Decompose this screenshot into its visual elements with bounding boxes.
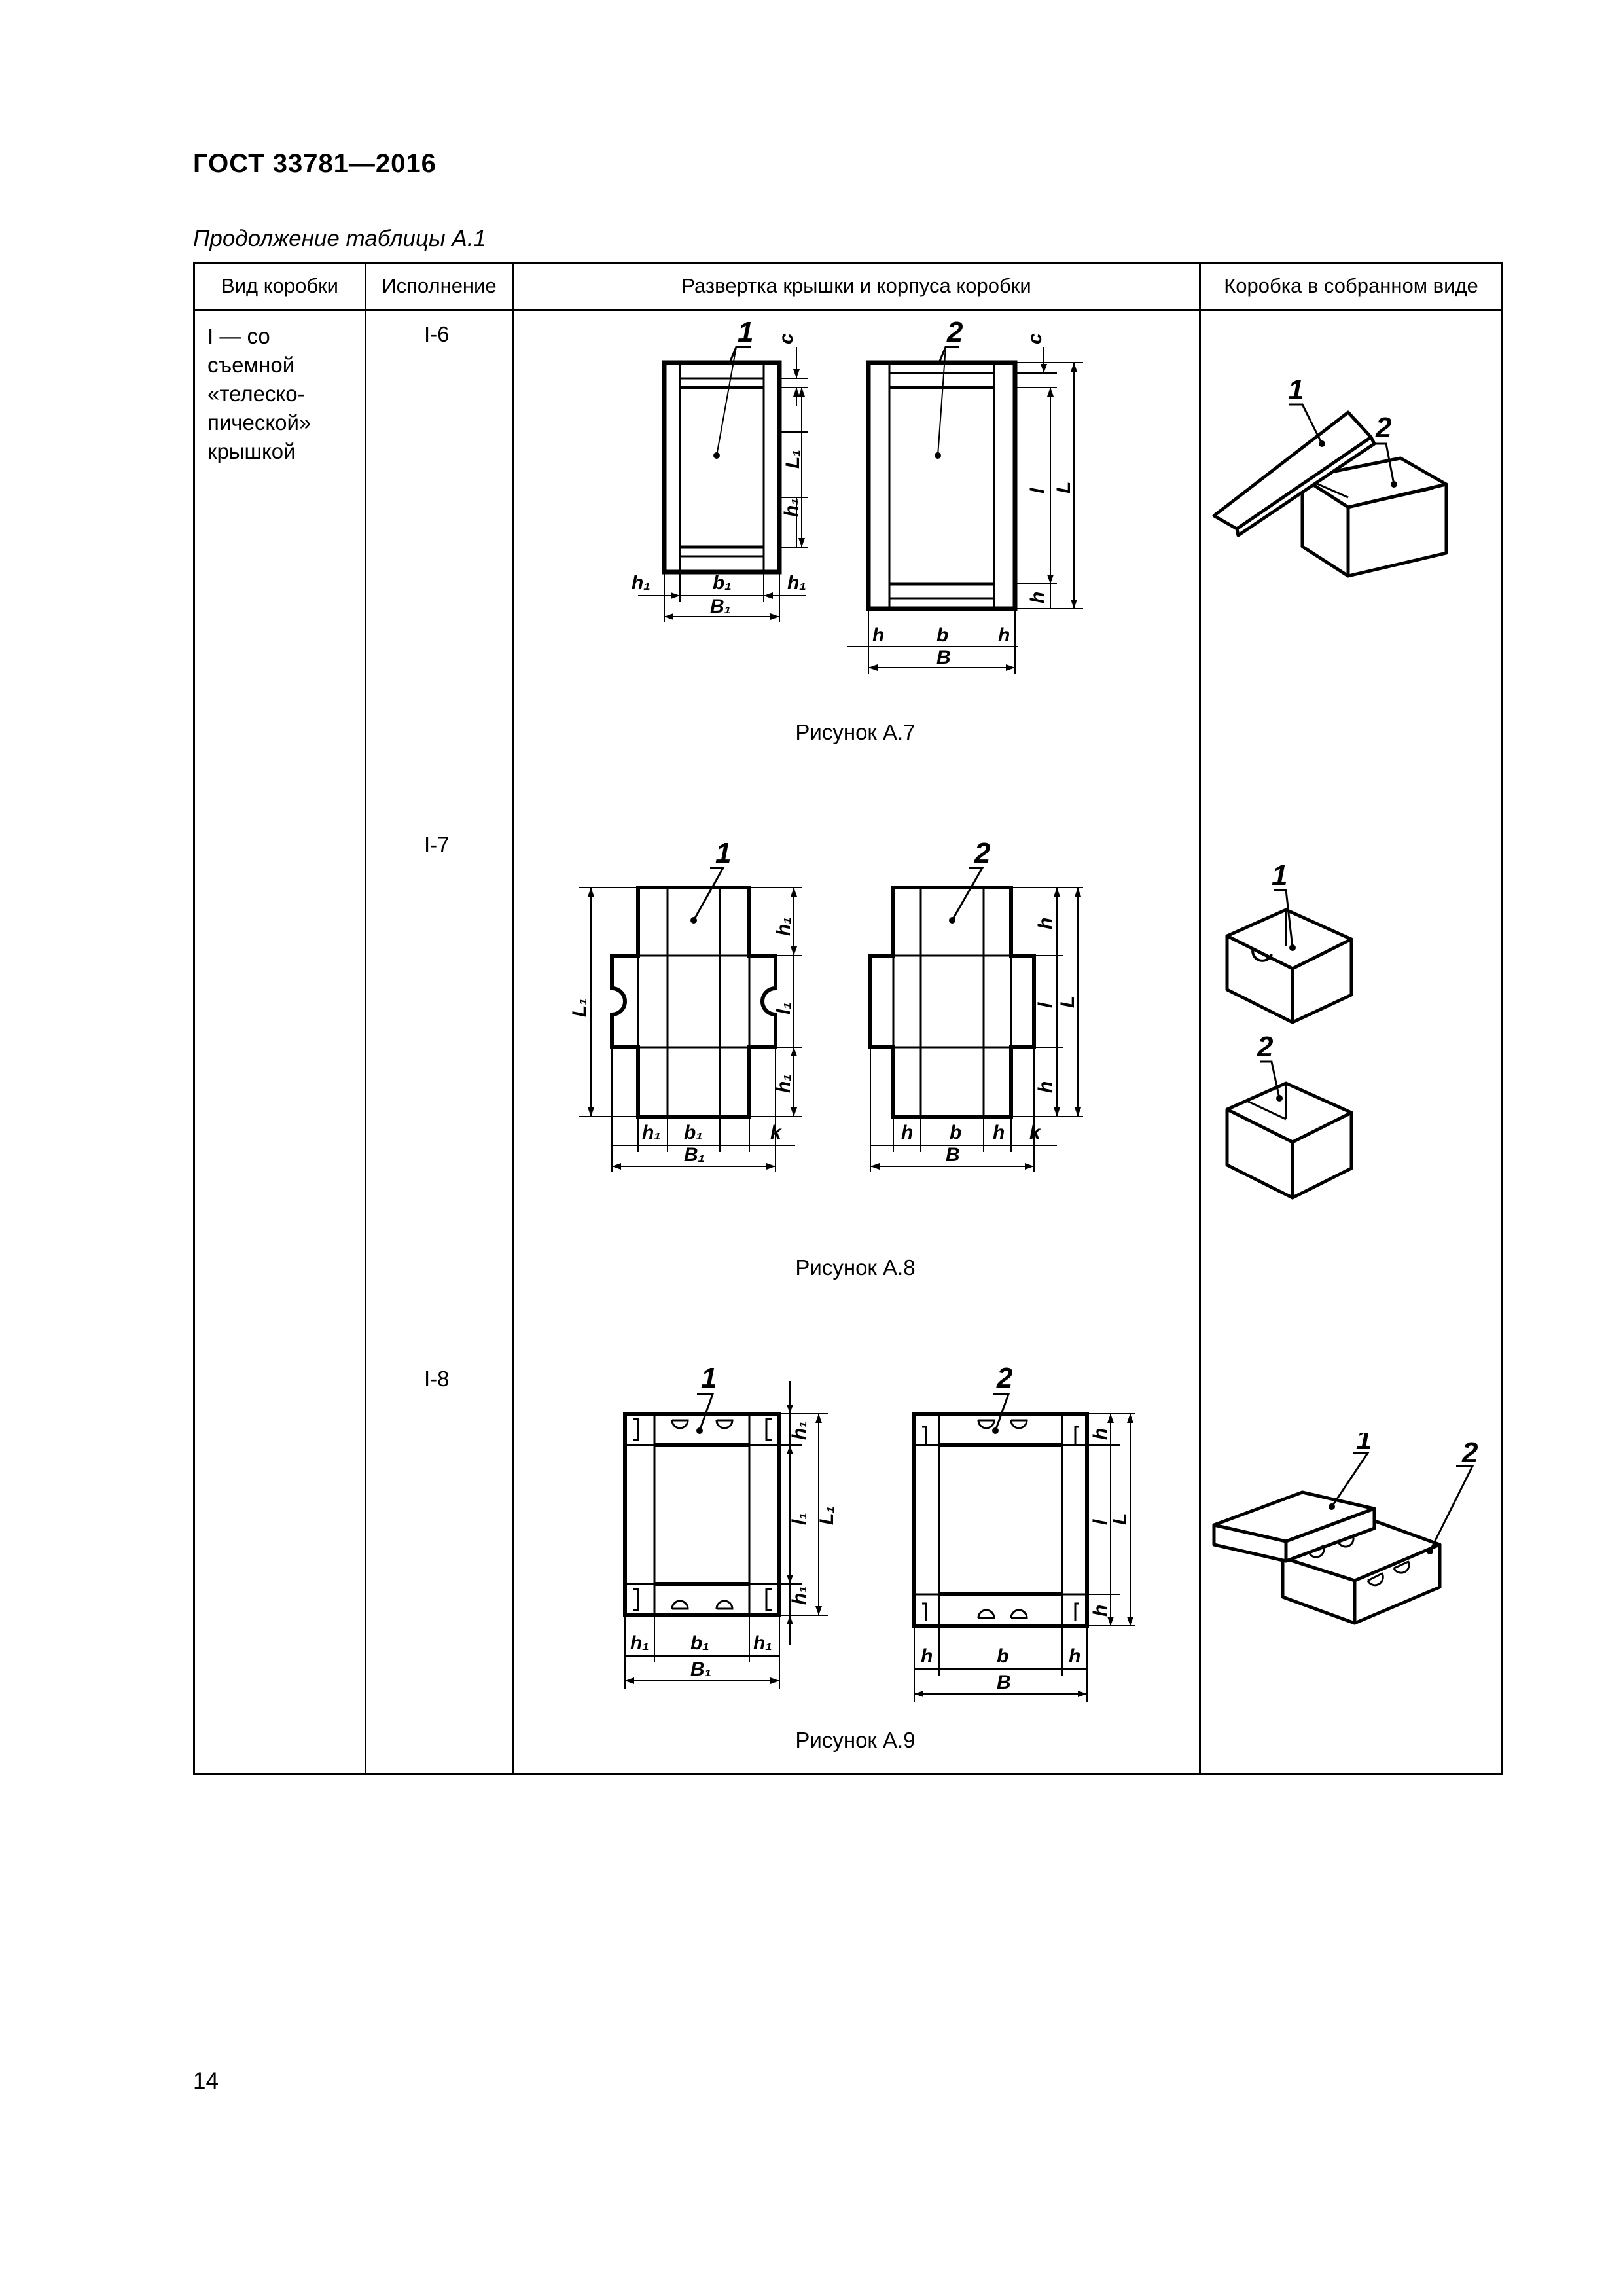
svg-text:h: h	[1035, 1081, 1056, 1093]
svg-text:B₁: B₁	[690, 1659, 711, 1680]
box-type-line: крышкой	[207, 439, 296, 463]
column-divider-2	[512, 262, 514, 1775]
table-border-right	[1501, 262, 1503, 1775]
box-type-line: «телеско-	[207, 382, 305, 406]
box-type-cell: I — со съемной «телеско- пической» крышк…	[207, 322, 311, 466]
svg-text:b₁: b₁	[684, 1122, 703, 1143]
svg-text:b: b	[936, 624, 948, 646]
svg-text:2: 2	[1257, 1031, 1274, 1063]
svg-text:B: B	[997, 1672, 1011, 1693]
svg-text:h₁: h₁	[642, 1122, 661, 1143]
svg-text:l: l	[1035, 1002, 1056, 1008]
box-type-line: пической»	[207, 410, 312, 435]
variant-i7: I-7	[424, 833, 450, 857]
lid-outline	[662, 360, 782, 575]
svg-text:2: 2	[974, 837, 991, 869]
svg-text:1: 1	[1288, 374, 1304, 406]
figure-caption-a8: Рисунок А.8	[795, 1255, 916, 1280]
svg-text:1: 1	[715, 837, 731, 869]
body-outline	[866, 360, 1018, 611]
svg-text:L₁: L₁	[569, 998, 590, 1017]
svg-text:L₁: L₁	[782, 450, 804, 469]
box-type-line: съемной	[207, 353, 295, 377]
table-border-bottom	[193, 1773, 1503, 1775]
assembled-box-a9: 1 2	[1212, 1433, 1478, 1625]
assembled-box-a8: 1 2	[1225, 859, 1353, 1200]
svg-text:L: L	[1053, 482, 1075, 493]
column-header-unfolding: Развертка крышки и корпуса коробки	[681, 274, 1031, 297]
svg-text:h: h	[1090, 1605, 1111, 1617]
svg-text:k: k	[1029, 1122, 1041, 1143]
table-continuation-label: Продолжение таблицы А.1	[193, 226, 486, 251]
specification-table: Вид коробки Исполнение Развертка крышки …	[193, 262, 1503, 1775]
svg-text:h₁: h₁	[753, 1632, 772, 1654]
svg-text:1: 1	[738, 321, 753, 348]
svg-text:h₁: h₁	[781, 498, 802, 517]
svg-text:h: h	[998, 624, 1010, 646]
svg-text:1: 1	[1356, 1433, 1372, 1456]
variant-i6: I-6	[424, 322, 450, 346]
svg-text:h₁: h₁	[632, 572, 651, 594]
svg-text:2: 2	[996, 1362, 1013, 1394]
svg-text:h: h	[1090, 1428, 1111, 1440]
svg-text:h: h	[1035, 918, 1056, 929]
svg-text:B₁: B₁	[710, 596, 731, 617]
svg-text:h₁: h₁	[630, 1632, 649, 1654]
svg-text:h: h	[901, 1122, 913, 1143]
svg-text:B₁: B₁	[684, 1144, 705, 1166]
svg-text:2: 2	[946, 321, 963, 348]
svg-text:l: l	[1090, 1519, 1111, 1525]
figure-caption-a9: Рисунок А.9	[795, 1728, 916, 1752]
svg-text:L: L	[1057, 996, 1079, 1008]
svg-text:l₁: l₁	[789, 1513, 810, 1525]
column-divider-3	[1199, 262, 1201, 1775]
unfolding-diagram-a9: 1 2 h₁ l₁ L₁ h₁ h l L h h₁ b₁ h₁ B₁ h b …	[623, 1362, 1135, 1702]
column-header-assembled: Коробка в собранном виде	[1224, 274, 1478, 297]
svg-text:h₁: h₁	[773, 1074, 794, 1093]
svg-text:B: B	[946, 1144, 960, 1166]
svg-text:b₁: b₁	[713, 572, 732, 594]
unfolding-diagram-a7: 1 2 c c L₁ h₁ l L h h₁ b₁ h₁ B₁ h b h B	[632, 321, 1083, 674]
svg-text:h: h	[1069, 1645, 1080, 1667]
svg-text:h: h	[1027, 592, 1048, 603]
svg-text:1: 1	[701, 1362, 717, 1394]
svg-text:b: b	[997, 1645, 1008, 1667]
box-type-line: I — со	[207, 324, 270, 348]
svg-text:h₁: h₁	[787, 572, 806, 594]
svg-text:L₁: L₁	[816, 1506, 838, 1525]
table-border-left	[193, 262, 195, 1775]
column-divider-1	[365, 262, 366, 1775]
svg-text:h: h	[872, 624, 884, 646]
document-header: ГОСТ 33781—2016	[193, 149, 437, 178]
svg-text:c: c	[1024, 333, 1046, 344]
svg-text:c: c	[776, 333, 797, 344]
svg-text:h₁: h₁	[773, 917, 794, 936]
variant-i8: I-8	[424, 1367, 450, 1391]
svg-text:h: h	[993, 1122, 1005, 1143]
assembled-box-a7: 1 2	[1212, 374, 1448, 578]
unfolding-diagram-a8: 1 2 L₁ h₁ l₁ h₁ h l L h h₁ b₁ k B₁ h b h…	[569, 837, 1083, 1172]
svg-text:2: 2	[1461, 1437, 1478, 1469]
svg-text:l₁: l₁	[773, 1002, 794, 1014]
svg-text:B: B	[936, 647, 951, 668]
figure-caption-a7: Рисунок А.7	[795, 720, 916, 744]
column-header-box-type: Вид коробки	[221, 274, 338, 297]
page-number: 14	[193, 2068, 219, 2094]
svg-text:L: L	[1109, 1513, 1131, 1525]
svg-text:k: k	[770, 1122, 782, 1143]
svg-text:h: h	[921, 1645, 933, 1667]
table-border-top	[193, 262, 1503, 264]
svg-text:h₁: h₁	[789, 1421, 810, 1440]
svg-text:h₁: h₁	[789, 1586, 810, 1605]
lid-outline	[623, 1412, 781, 1617]
svg-text:2: 2	[1375, 412, 1392, 444]
column-header-variant: Исполнение	[382, 274, 497, 297]
svg-text:b: b	[950, 1122, 961, 1143]
svg-text:l: l	[1027, 488, 1048, 493]
svg-text:1: 1	[1272, 859, 1287, 891]
table-header-divider	[193, 309, 1503, 311]
svg-text:b₁: b₁	[690, 1632, 709, 1654]
